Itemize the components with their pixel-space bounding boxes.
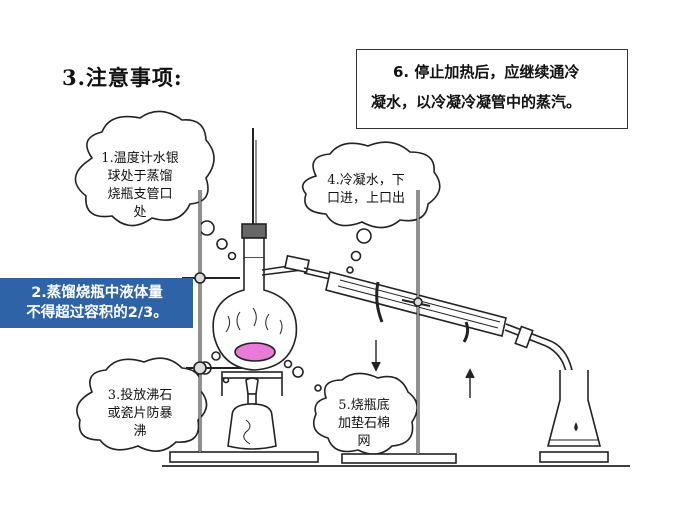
bubble-5-line: 5.烧瓶底 (338, 398, 390, 413)
bubble-1-line: 烧瓶支管口 (107, 187, 173, 202)
bubble-3-line: 或瓷片防暴 (107, 406, 173, 421)
callout-bubble-5 (276, 354, 418, 455)
note-2-line-2: 不得超过容积的2/3。 (26, 305, 168, 321)
bubble-1-line: 球处于蒸馏 (107, 169, 173, 184)
receiving-flask (539, 370, 609, 463)
thermometer (241, 128, 267, 259)
callout-bubble-4 (301, 141, 441, 274)
bubble-3-text: 3.投放沸石 或瓷片防暴 沸 (92, 387, 188, 441)
note-2-line-1: 2.蒸馏烧瓶中液体量 (31, 285, 163, 301)
note-6-line-2: 凝水，以冷凝冷凝管中的蒸汽。 (371, 93, 582, 111)
left-iron-stand (169, 190, 319, 463)
bubble-5-line: 加垫石棉 (337, 416, 390, 431)
bubble-4-line: 4.冷凝水，下 (327, 173, 405, 188)
condenser (284, 254, 573, 374)
bubble-4-line: 口进，上口出 (326, 191, 405, 206)
bubble-3-line: 沸 (133, 424, 147, 439)
bubble-1-text: 1.温度计水银 球处于蒸馏 烧瓶支管口 处 (88, 150, 192, 222)
callout-bubble-1 (74, 110, 237, 261)
bubble-5-text: 5.烧瓶底 加垫石棉 网 (324, 397, 404, 451)
note-2-box: 2.蒸馏烧瓶中液体量 不得超过容积的2/3。 (0, 278, 193, 328)
bubble-1-line: 处 (133, 205, 147, 220)
note-6-box: 6. 停止加热后，应继续通冷 凝水，以冷凝冷凝管中的蒸汽。 (356, 49, 628, 129)
water-flow-arrows (371, 340, 475, 398)
middle-iron-stand (341, 190, 457, 464)
bubble-5-line: 网 (357, 434, 371, 449)
bubble-3-line: 3.投放沸石 (107, 388, 173, 403)
section-heading: 3.注意事项: (62, 65, 183, 90)
distilling-flask (212, 258, 303, 371)
note-6-line-1: 6. 停止加热后，应继续通冷 (393, 63, 580, 81)
bubble-4-text: 4.冷凝水，下 口进，上口出 (314, 172, 418, 208)
alcohol-lamp (221, 371, 283, 450)
bubble-1-line: 1.温度计水银 (101, 151, 179, 166)
